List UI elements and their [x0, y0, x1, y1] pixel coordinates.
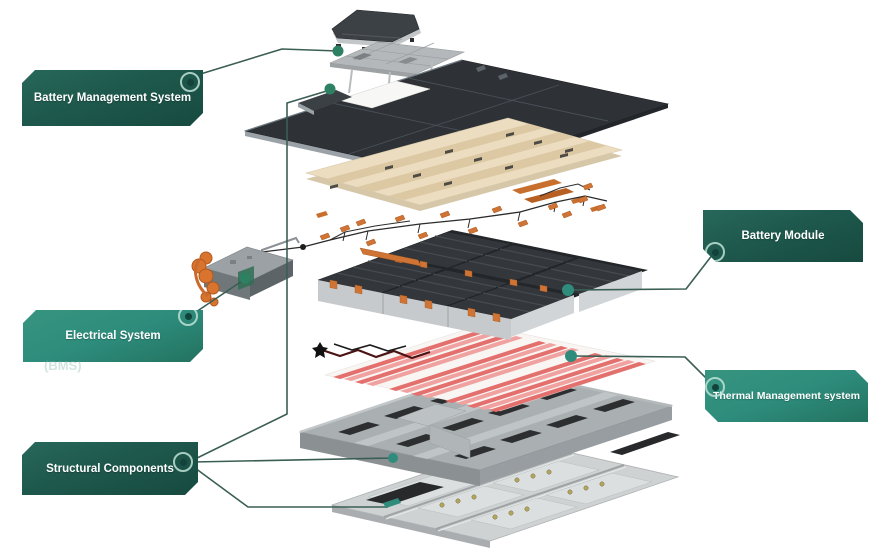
leader-electrical: [189, 278, 246, 317]
lid-left-flange: [298, 90, 352, 111]
connector-ring: [180, 72, 200, 92]
lid-white-patch: [337, 80, 431, 109]
label-text: Thermal Management system: [712, 390, 861, 402]
wiring-harness-layer: [261, 182, 608, 253]
module-end-cap: [579, 271, 642, 312]
cooling-stripes: [333, 329, 646, 412]
label-text: Structural Components: [46, 462, 174, 475]
leader-structural-low: [194, 467, 388, 508]
label-battery-module: Battery Module: [703, 210, 863, 262]
label-text: Battery Module: [741, 230, 825, 242]
label-battery-management-system: Battery Management System: [22, 70, 203, 126]
electrical-pdu: [191, 236, 300, 307]
dot-bms-board: [332, 45, 344, 57]
dot-thermal: [565, 350, 577, 362]
leader-thermal: [572, 355, 713, 385]
label-structural-components: Structural Components: [22, 442, 198, 495]
module-front-band: [318, 280, 511, 340]
battery-modules-layer: [317, 230, 648, 340]
busbar-orange: [524, 188, 574, 203]
leader-structural-top: [192, 89, 331, 461]
connector-ring: [705, 242, 725, 262]
dot-frame: [388, 453, 398, 463]
module-busbar: [359, 247, 422, 267]
harness-connectors: [319, 182, 607, 247]
label-text: Battery Management System: [33, 92, 192, 104]
connector-ring: [173, 452, 193, 472]
dot-lid: [324, 83, 336, 95]
busbar-orange: [512, 179, 562, 194]
cooling-plates-layer: [312, 324, 656, 412]
dot-tray: [383, 498, 401, 508]
dot-pdu: [239, 272, 251, 284]
connector-dots: [239, 45, 577, 508]
coolant-inlet: [312, 342, 328, 358]
leader-bms: [193, 48, 339, 77]
bms-board-layer: [328, 38, 466, 96]
label-electrical-system: Electrical System: [23, 310, 203, 362]
label-text: Electrical System: [65, 330, 161, 342]
dot-module: [562, 284, 574, 296]
module-stripes: [336, 235, 630, 313]
insulation-foam-layer: [304, 117, 624, 218]
ghost-watermark-text: (BMS): [44, 358, 82, 373]
leader-lines: [189, 48, 714, 508]
module-end-cap: [511, 295, 574, 337]
label-thermal-management-system: Thermal Management system: [705, 370, 868, 422]
bms-cover-layer: [331, 9, 421, 51]
connector-ring: [705, 377, 725, 397]
leader-module: [569, 253, 714, 291]
leader-structural-mid: [192, 457, 394, 463]
